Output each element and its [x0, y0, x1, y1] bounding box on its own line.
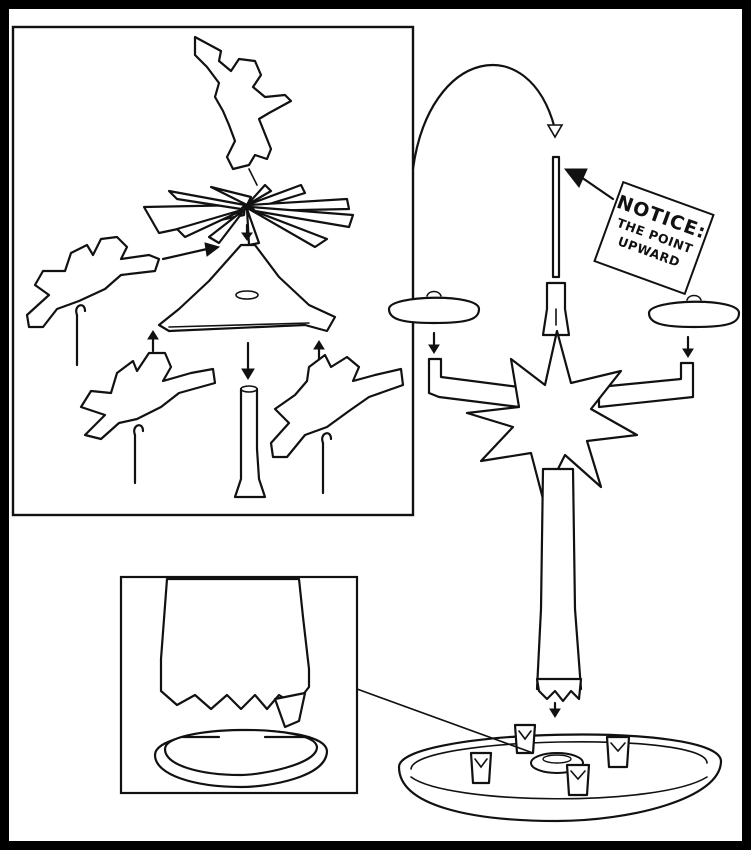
base-detail-inset [119, 575, 359, 795]
candle-arms [427, 357, 695, 409]
lower-right-angel-figure [269, 353, 405, 459]
parts-inset [11, 25, 415, 517]
base-tray [397, 723, 723, 823]
lower-column [535, 467, 583, 703]
top-angel-figure [193, 35, 293, 186]
right-candle-cup [647, 294, 741, 329]
lower-left-angel-figure [79, 351, 217, 441]
line-drawing [11, 25, 741, 823]
canopy-hub [157, 243, 337, 333]
left-angel-figure [25, 235, 161, 329]
paper-sheet: NOTICE: THE POINT UPWARD [9, 9, 742, 841]
main-rod [541, 155, 571, 337]
center-post [233, 385, 267, 499]
left-candle-cup [387, 290, 481, 325]
